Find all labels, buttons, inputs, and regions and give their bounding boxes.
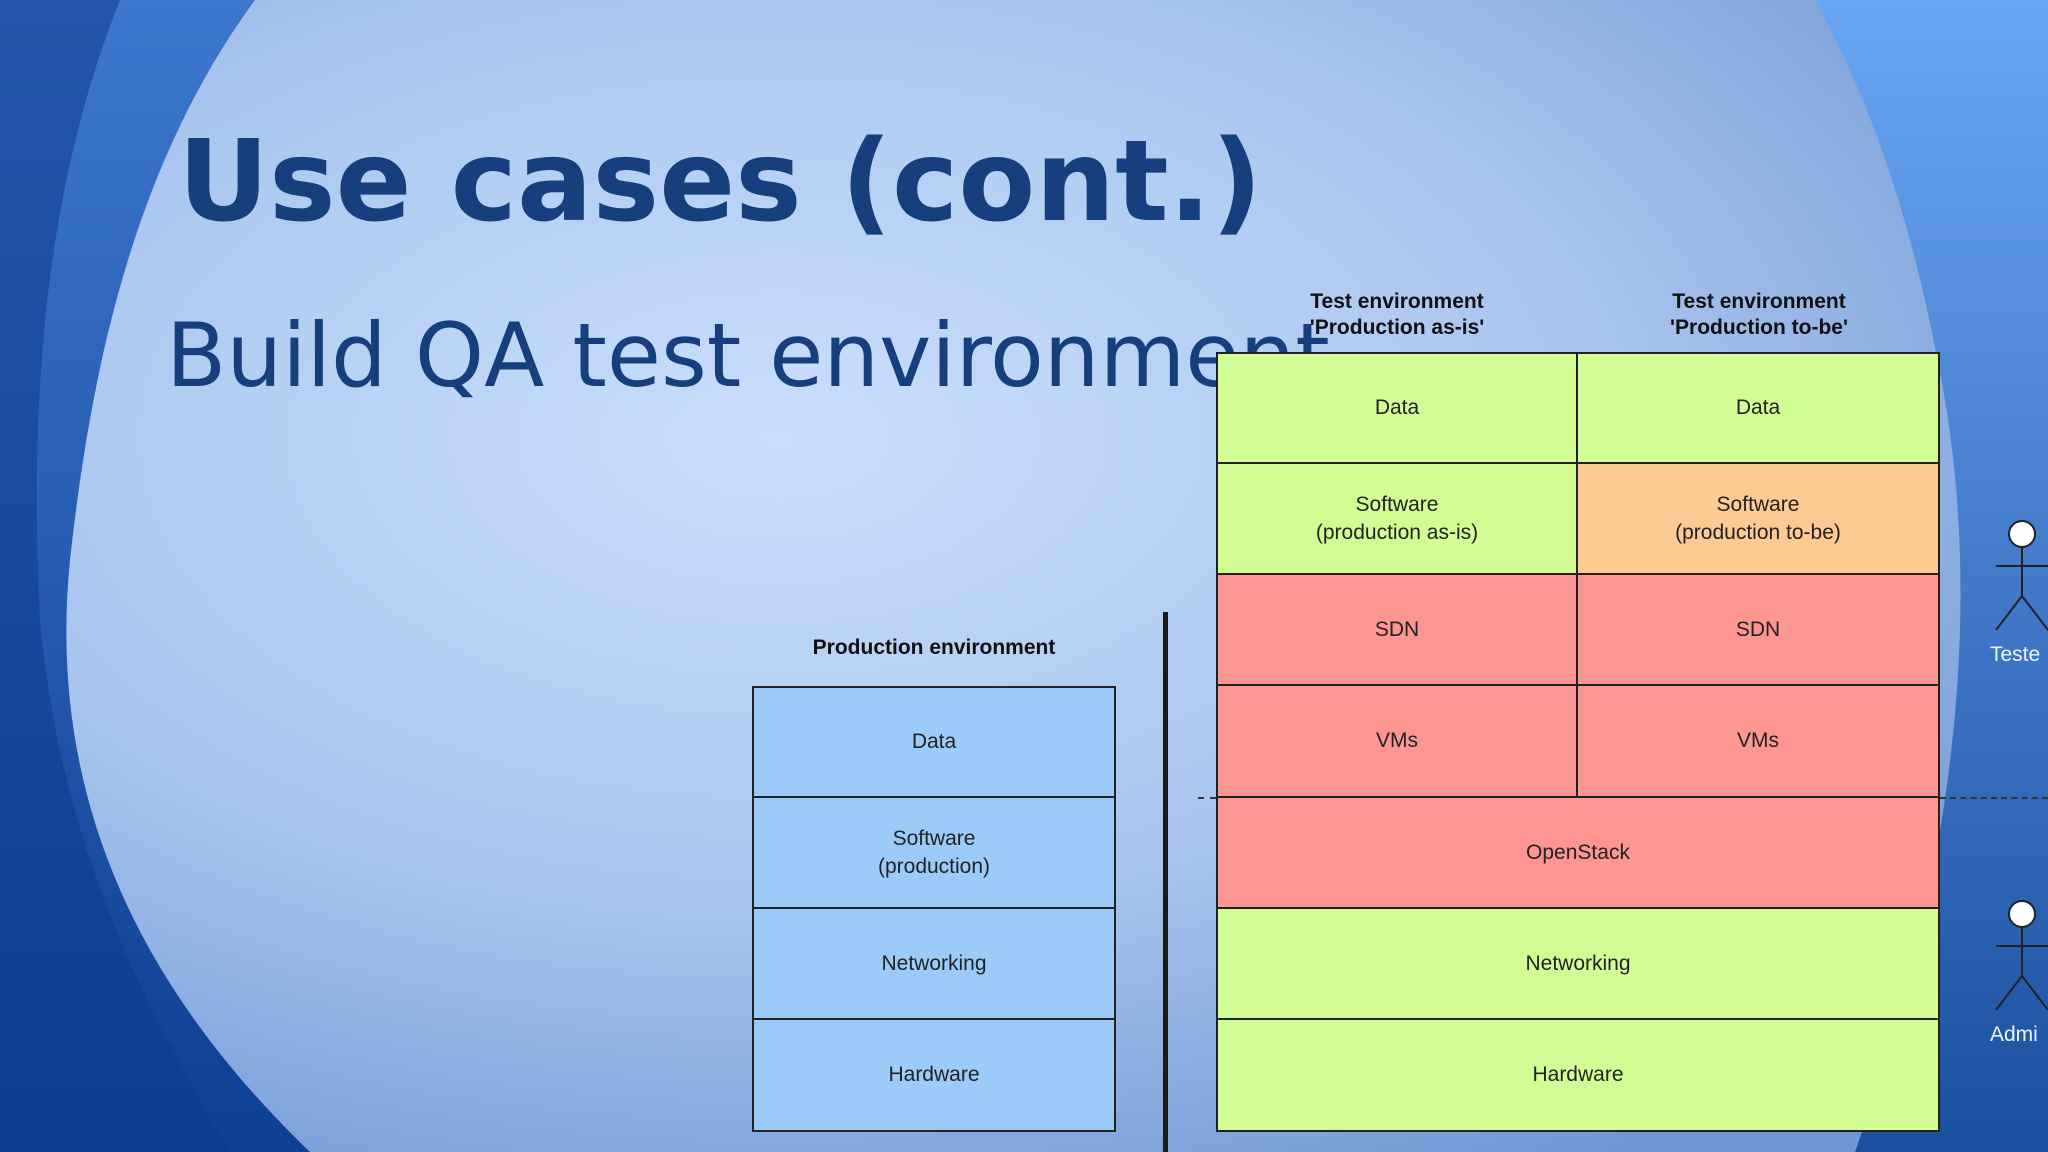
test-hardware-layer: Hardware xyxy=(1216,1020,1940,1132)
as-is-software-layer: Software (production as-is) xyxy=(1216,464,1578,575)
to-be-sdn-layer: SDN xyxy=(1578,575,1940,686)
to-be-software-layer: Software (production to-be) xyxy=(1578,464,1940,575)
boundary-dashed-line-left xyxy=(1198,797,1216,799)
production-software-layer: Software (production) xyxy=(752,798,1116,909)
to-be-data-layer: Data xyxy=(1578,352,1940,464)
as-is-data-layer: Data xyxy=(1216,352,1578,464)
production-data-layer: Data xyxy=(752,686,1116,798)
production-networking-layer: Networking xyxy=(752,909,1116,1020)
admin-actor-label: Admi xyxy=(1990,1023,2038,1046)
boundary-dashed-line-right xyxy=(1940,797,2048,799)
production-environment-header: Production environment xyxy=(812,636,1056,659)
as-is-sdn-layer: SDN xyxy=(1216,575,1578,686)
as-is-vms-layer: VMs xyxy=(1216,686,1578,798)
slide-subtitle: Build QA test environment xyxy=(166,304,1330,407)
test-as-is-header: Test environment 'Production as-is' xyxy=(1309,290,1485,339)
slide-title: Use cases (cont.) xyxy=(178,117,1263,247)
tester-actor-icon xyxy=(1995,520,2048,631)
test-to-be-header: Test environment 'Production to-be' xyxy=(1670,290,1848,339)
tester-actor-label: Teste xyxy=(1990,643,2041,666)
admin-actor-icon xyxy=(1995,900,2048,1011)
test-networking-layer: Networking xyxy=(1216,909,1940,1020)
openstack-layer: OpenStack xyxy=(1216,798,1940,909)
to-be-vms-layer: VMs xyxy=(1578,686,1940,798)
production-hardware-layer: Hardware xyxy=(752,1020,1116,1132)
environment-divider xyxy=(1163,612,1168,1152)
